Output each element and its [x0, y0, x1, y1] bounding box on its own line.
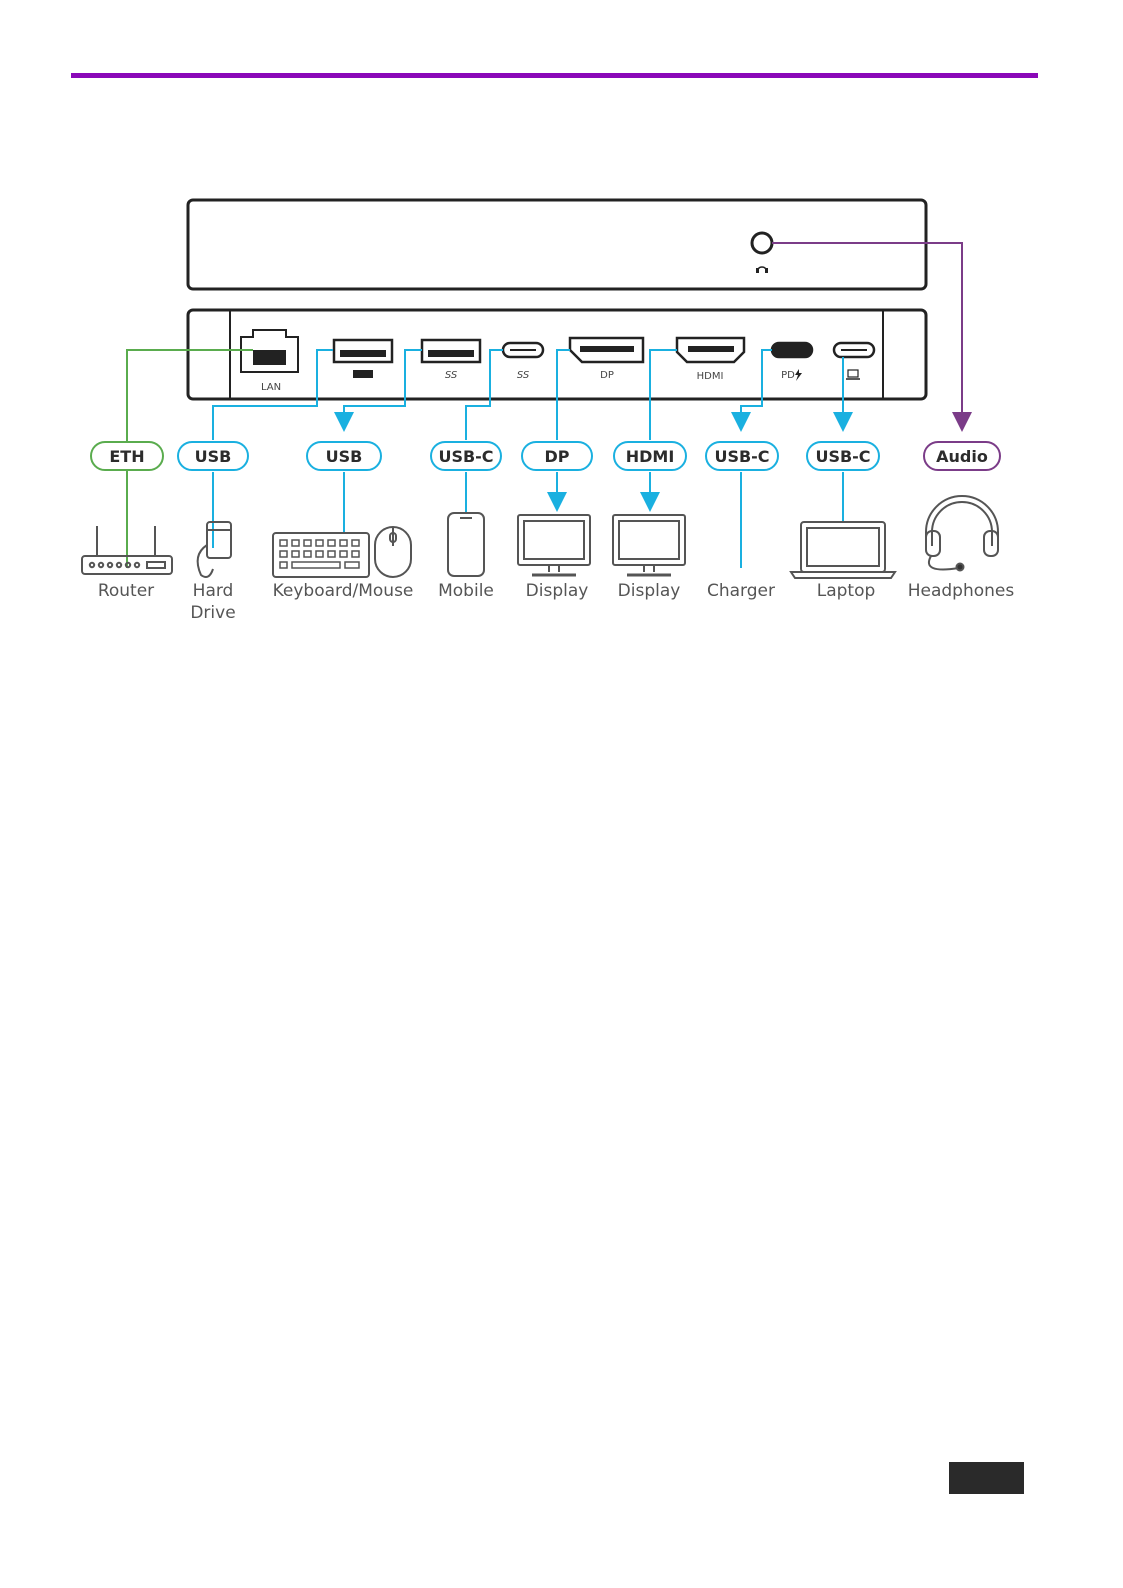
connection-pills: ETH USB USB USB-C DP HDMI USB-C USB-C [91, 442, 1000, 470]
label-hard-drive-line1: Hard [193, 581, 234, 601]
pill-usbc-laptop: USB-C [807, 442, 879, 470]
pill-usbc-charger: USB-C [706, 442, 778, 470]
label-hard-drive-line2: Drive [190, 603, 235, 623]
label-mobile: Mobile [438, 581, 494, 601]
label-charger: Charger [707, 581, 775, 601]
svg-text:HDMI: HDMI [626, 447, 675, 466]
svg-text:Audio: Audio [936, 447, 988, 466]
dp-port-label: DP [600, 370, 614, 381]
pill-hdmi: HDMI [614, 442, 686, 470]
svg-text:ETH: ETH [109, 447, 144, 466]
hdmi-port-label: HDMI [697, 371, 724, 382]
svg-text:DP: DP [544, 447, 569, 466]
label-display-hdmi: Display [618, 581, 681, 601]
svg-text:USB-C: USB-C [815, 447, 870, 466]
usb-3-logo-icon [353, 370, 373, 378]
pd-port-label: PD [781, 370, 795, 381]
connection-lines [127, 243, 962, 568]
lan-port-label: LAN [261, 382, 281, 393]
usb-a-2-label: SS [445, 370, 458, 381]
display-icon-hdmi [613, 515, 685, 575]
svg-text:USB-C: USB-C [438, 447, 493, 466]
device-front-panel [188, 200, 926, 289]
device-labels: Router Hard Drive Keyboard/Mouse Mobile … [98, 581, 1015, 623]
hard-drive-icon [198, 522, 231, 577]
pill-usb-2: USB [307, 442, 381, 470]
svg-text:USB: USB [195, 447, 232, 466]
label-router: Router [98, 581, 154, 601]
audio-jack [752, 233, 772, 253]
label-keyboard-mouse: Keyboard/Mouse [273, 581, 414, 601]
pill-usbc-1: USB-C [431, 442, 501, 470]
keyboard-icon [273, 533, 369, 577]
svg-text:USB: USB [326, 447, 363, 466]
usbc-port-label: SS [517, 370, 530, 381]
pill-dp: DP [522, 442, 592, 470]
page-number-tab [949, 1462, 1024, 1494]
pill-eth: ETH [91, 442, 163, 470]
pill-usb-1: USB [178, 442, 248, 470]
label-laptop: Laptop [817, 581, 876, 601]
mobile-icon [448, 513, 484, 576]
headphones-icon [926, 496, 998, 571]
laptop-icon [791, 522, 895, 578]
label-display-dp: Display [526, 581, 589, 601]
svg-text:USB-C: USB-C [714, 447, 769, 466]
display-icon-dp [518, 515, 590, 575]
label-headphones: Headphones [908, 581, 1015, 601]
pill-audio: Audio [924, 442, 1000, 470]
mouse-icon [375, 527, 411, 577]
